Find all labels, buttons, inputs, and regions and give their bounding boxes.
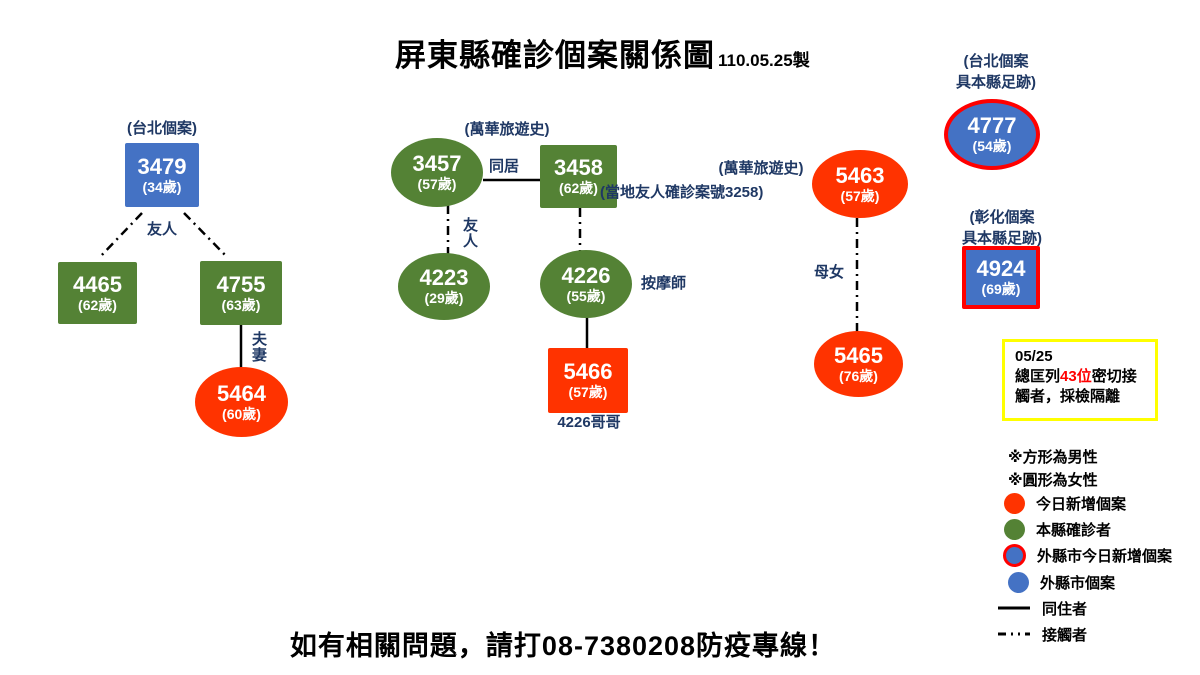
- case-age: (69歲): [981, 281, 1021, 297]
- blue-circle-icon: [1008, 571, 1029, 593]
- legend-item-cohabitant: 同住者: [997, 596, 1087, 620]
- legend-label: 接觸者: [1042, 626, 1088, 644]
- legend-note-square: ※方形為男性: [1008, 449, 1098, 466]
- annotation-taipei-footprint-line2: 具本縣足跡): [956, 74, 1036, 91]
- case-node-3457: 3457 (57歲): [391, 138, 483, 207]
- case-age: (29歲): [424, 290, 464, 306]
- case-age: (55歲): [566, 287, 606, 304]
- notice-date: 05/25: [1015, 348, 1053, 365]
- legend-label: 外縣市個案: [1040, 574, 1116, 592]
- annotation-taipei-footprint-line1: (台北個案: [963, 53, 1029, 70]
- notice-line2-post: 密切接: [1091, 368, 1137, 385]
- page-title-date: 110.05.25製: [718, 51, 810, 70]
- annotation-masseur: 按摩師: [641, 275, 687, 292]
- case-node-4223: 4223 (29歲): [398, 253, 490, 320]
- case-age: (57歲): [568, 384, 608, 400]
- case-node-3458: 3458 (62歲): [540, 145, 617, 208]
- solid-line-icon: [998, 606, 1030, 610]
- legend-note-circle: ※圓形為女性: [1008, 472, 1098, 489]
- legend-label: 外縣市今日新增個案: [1037, 547, 1173, 565]
- legend-item-outside-case: 外縣市個案: [1008, 570, 1115, 594]
- annotation-taipei-case: (台北個案): [127, 120, 197, 137]
- case-age: (34歲): [142, 178, 182, 195]
- edge-label-cohabit: 同居: [489, 158, 520, 175]
- case-id: 3458: [554, 155, 603, 180]
- annotation-brother-of-4226: 4226哥哥: [557, 414, 621, 431]
- case-node-4226: 4226 (55歲): [540, 250, 632, 318]
- case-id: 5465: [834, 342, 883, 368]
- page-title-text: 屏東縣確診個案關係圖: [395, 38, 715, 73]
- case-age: (76歲): [839, 367, 878, 384]
- case-age: (54歲): [972, 138, 1012, 154]
- notice-line3: 觸者，採檢隔離: [1015, 388, 1121, 405]
- dash-dot-line-icon: [998, 632, 1030, 636]
- case-id: 5463: [835, 162, 885, 188]
- case-age: (62歲): [559, 180, 598, 196]
- case-age: (62歲): [78, 296, 117, 313]
- case-id: 5464: [217, 380, 266, 406]
- notice-line2-pre: 總匡列: [1015, 368, 1061, 385]
- case-id: 4465: [73, 271, 122, 297]
- case-id: 4924: [976, 256, 1026, 281]
- edge-label-couple: 夫妻: [250, 331, 267, 363]
- case-id: 5466: [563, 359, 613, 384]
- red-circle-icon: [1004, 492, 1025, 514]
- case-age: (60歲): [222, 405, 261, 422]
- case-id: 4755: [216, 271, 266, 297]
- legend-item-outside-new-today: 外縣市今日新增個案: [1003, 543, 1172, 567]
- edge-3479-4465: [98, 212, 143, 259]
- annotation-wanhua-travel-mid: (萬華旅遊史): [464, 121, 550, 138]
- legend-item-new-today: 今日新增個案: [1004, 491, 1126, 515]
- legend-item-contact: 接觸者: [997, 622, 1087, 646]
- case-age: (63歲): [221, 296, 261, 313]
- case-node-4755: 4755 (63歲): [200, 261, 282, 325]
- edge-label-mother-daughter: 母女: [814, 264, 845, 281]
- case-id: 4226: [561, 262, 611, 288]
- legend-label: 同住者: [1042, 600, 1088, 618]
- edge-label-friend-mid: 友人: [461, 217, 478, 249]
- annotation-changhua-footprint-line1: (彰化個案: [969, 209, 1035, 226]
- annotation-taipei-footprint: (台北個案 具本縣足跡): [926, 51, 1066, 93]
- case-age: (57歲): [840, 187, 880, 204]
- notice-count-highlight: 43位: [1060, 368, 1092, 385]
- legend-item-county-confirmed: 本縣確診者: [1004, 517, 1111, 541]
- case-node-5466: 5466 (57歲): [548, 348, 628, 413]
- annotation-changhua-footprint-line2: 具本縣足跡): [962, 230, 1042, 247]
- hotline-text: 如有相關問題，請打08-7380208防疫專線！: [289, 631, 837, 661]
- green-circle-icon: [1004, 518, 1025, 540]
- case-id: 4223: [419, 265, 469, 290]
- legend-label: 本縣確診者: [1036, 521, 1112, 539]
- annotation-local-friend-case: (當地友人確診案號3258): [600, 184, 764, 201]
- annotation-changhua-footprint: (彰化個案 具本縣足跡): [932, 207, 1072, 249]
- notice-line2: 總匡列43位密切接: [1015, 367, 1155, 387]
- case-id: 4777: [967, 113, 1017, 138]
- case-node-4777: 4777 (54歲): [944, 99, 1040, 170]
- case-node-5465: 5465 (76歲): [814, 331, 903, 397]
- legend-label: 今日新增個案: [1036, 495, 1127, 513]
- page-title: 屏東縣確診個案關係圖 110.05.25製: [395, 30, 810, 75]
- annotation-wanhua-travel-right: (萬華旅遊史): [718, 160, 804, 177]
- contact-tracing-notice: 05/25 總匡列43位密切接 觸者，採檢隔離: [1002, 339, 1158, 421]
- case-id: 3479: [137, 153, 187, 179]
- case-node-5464: 5464 (60歲): [195, 367, 288, 437]
- case-node-4924: 4924 (69歲): [962, 246, 1040, 309]
- case-node-4465: 4465 (62歲): [58, 262, 137, 324]
- blue-circle-red-border-icon: [1003, 543, 1026, 567]
- edge-label-friend-left: 友人: [147, 221, 178, 238]
- case-node-3479: 3479 (34歲): [125, 143, 199, 207]
- case-age: (57歲): [417, 176, 457, 192]
- case-node-5463: 5463 (57歲): [812, 150, 908, 218]
- edge-3479-4755: [183, 212, 229, 259]
- case-id: 3457: [412, 151, 462, 176]
